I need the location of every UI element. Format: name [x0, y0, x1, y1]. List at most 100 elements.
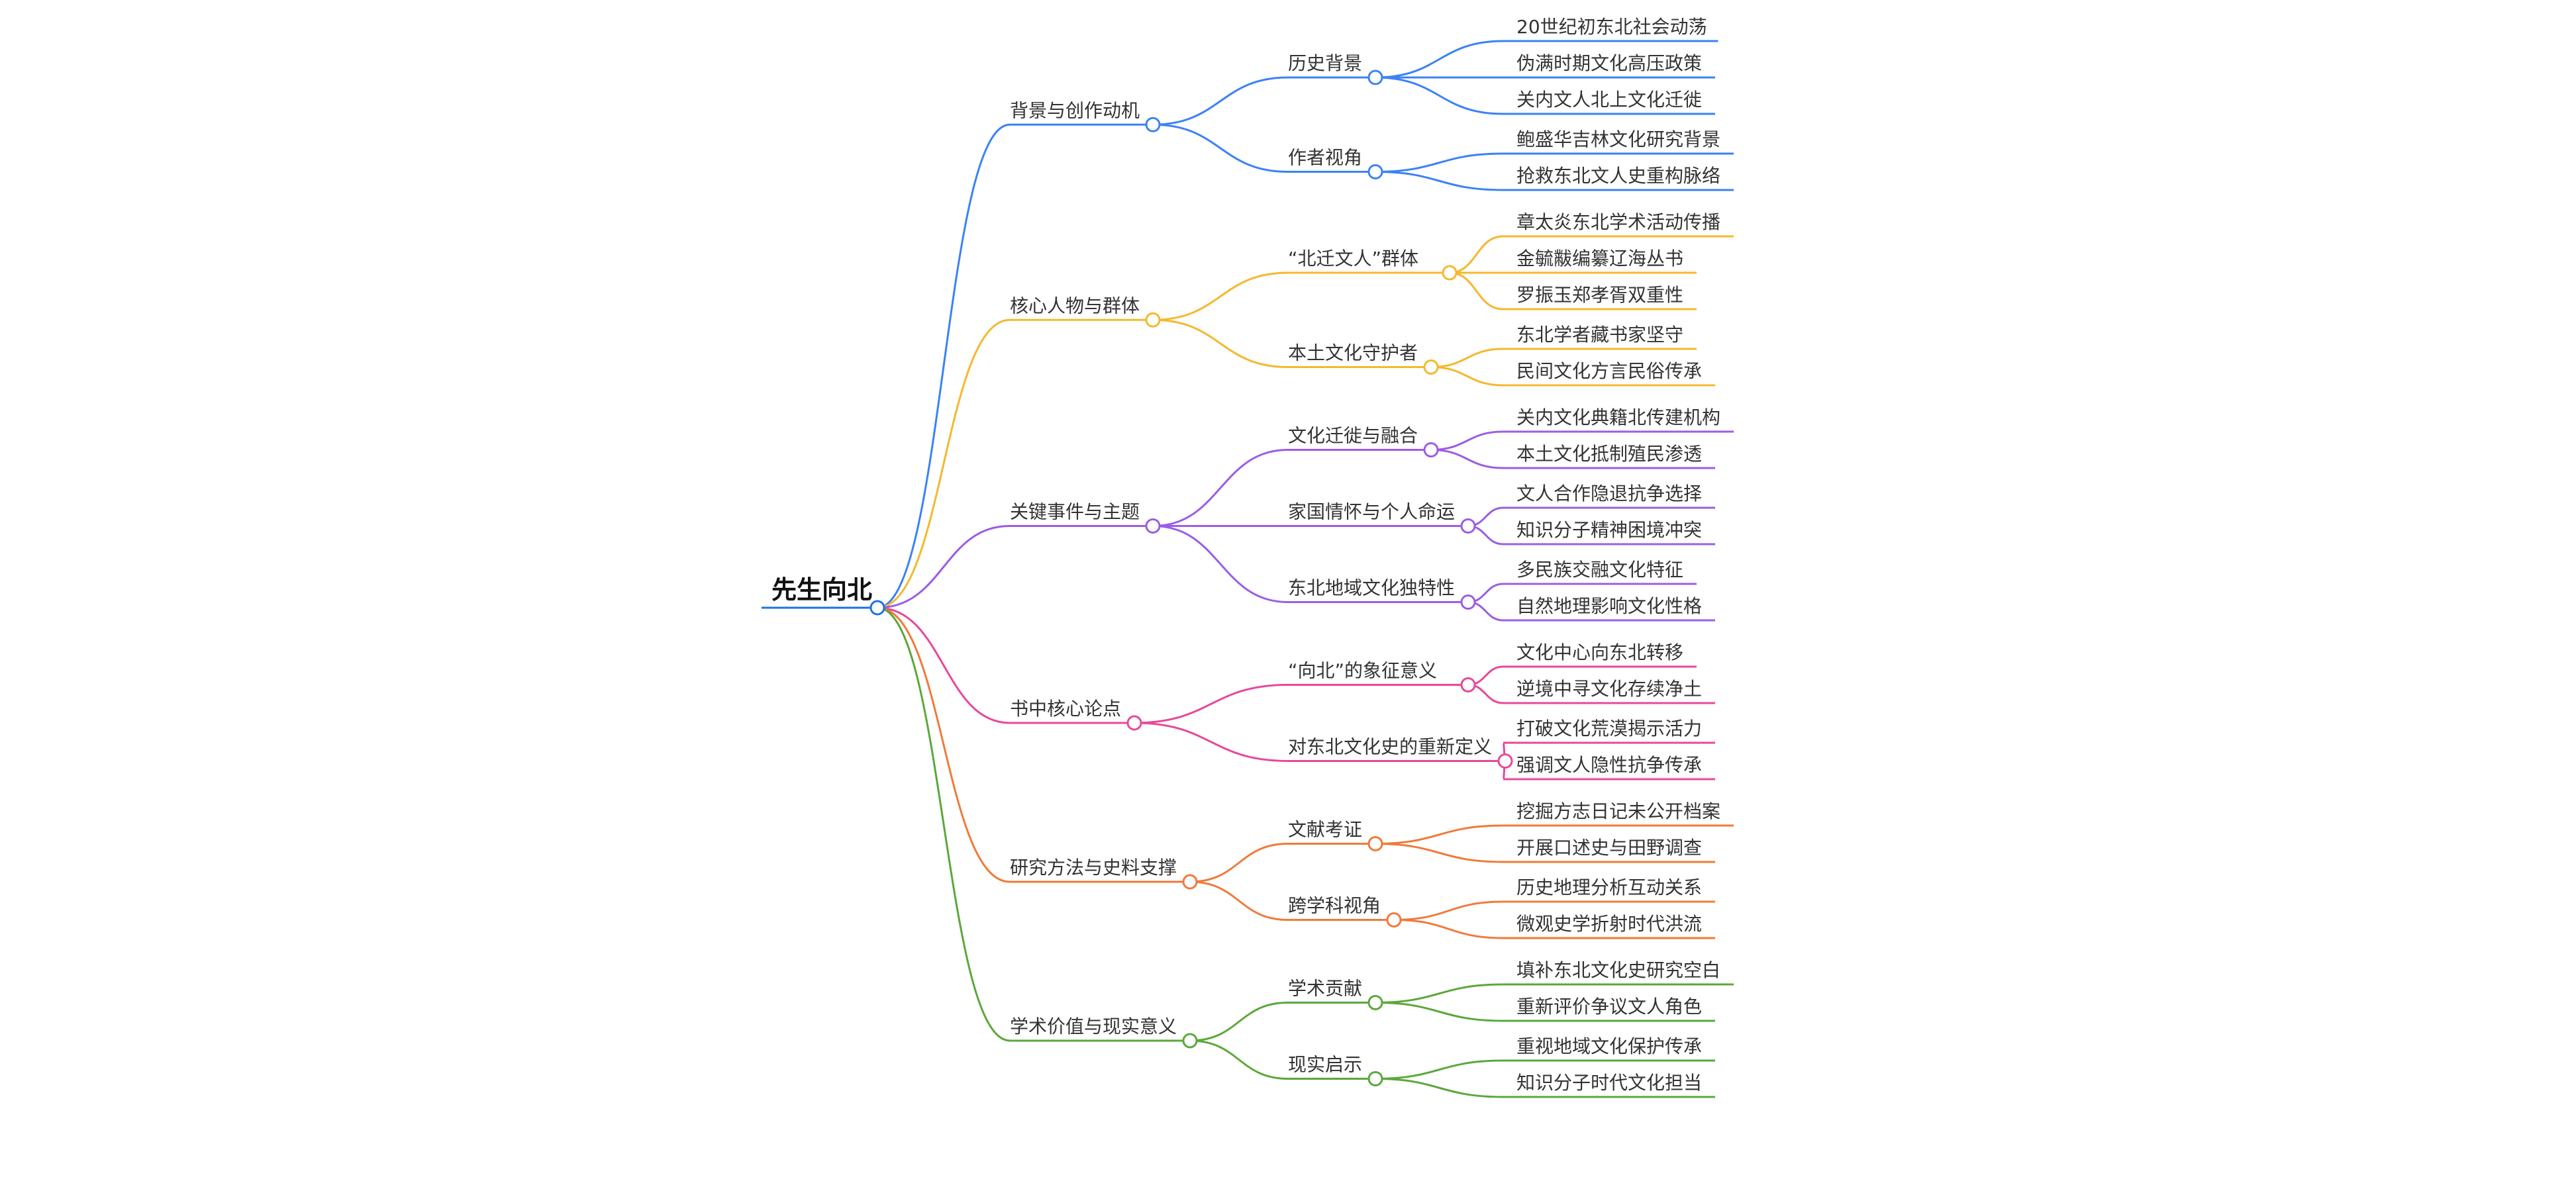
subtopic-label: 东北地域文化独特性	[1288, 577, 1455, 599]
leaf-label: 重视地域文化保护传承	[1516, 1035, 1702, 1057]
leaf-label: 打破文化荒漠揭示活力	[1516, 718, 1702, 739]
leaf-connector	[1393, 900, 1504, 921]
branch-label: 学术价值与现实意义	[1010, 1016, 1177, 1037]
branch-connector	[877, 606, 1011, 883]
branch-collapse-toggle[interactable]	[1182, 874, 1198, 890]
subtopic-collapse-toggle[interactable]	[1367, 836, 1383, 851]
leaf-label: 罗振玉郑孝胥双重性	[1516, 284, 1683, 306]
subtopic-collapse-toggle[interactable]	[1423, 359, 1439, 375]
leaf-label: 东北学者藏书家坚守	[1516, 324, 1683, 346]
leaf-label: 民间文化方言民俗传承	[1516, 360, 1702, 382]
subtopic-connector	[1152, 449, 1289, 527]
subtopic-connector	[1152, 123, 1289, 173]
subtopic-label: 本土文化守护者	[1288, 342, 1418, 364]
subtopic-collapse-toggle[interactable]	[1423, 442, 1439, 457]
subtopic-collapse-toggle[interactable]	[1460, 677, 1476, 692]
leaf-label: 开展口述史与田野调查	[1516, 837, 1702, 859]
subtopic-label: 历史背景	[1288, 52, 1362, 74]
leaf-label: 20世纪初东北社会动荡	[1516, 16, 1707, 38]
subtopic-collapse-toggle[interactable]	[1442, 265, 1458, 281]
leaf-connector	[1375, 1002, 1504, 1022]
subtopic-label: 作者视角	[1288, 147, 1362, 169]
leaf-label: 微观史学折射时代洪流	[1516, 913, 1702, 935]
subtopic-connector	[1152, 318, 1289, 368]
root-collapse-toggle[interactable]	[869, 600, 885, 616]
subtopic-connector	[1134, 684, 1289, 724]
leaf-label: 自然地理影响文化性格	[1516, 595, 1702, 617]
leaf-label: 知识分子时代文化担当	[1516, 1072, 1702, 1094]
branch-collapse-toggle[interactable]	[1126, 715, 1142, 731]
branch-connector	[877, 606, 1011, 1042]
subtopic-collapse-toggle[interactable]	[1460, 518, 1476, 534]
subtopic-label: 跨学科视角	[1288, 895, 1381, 917]
branch-label: 研究方法与史料支撑	[1010, 857, 1177, 878]
branch-collapse-toggle[interactable]	[1182, 1033, 1198, 1049]
leaf-label: 文人合作隐退抗争选择	[1516, 483, 1702, 504]
leaf-connector	[1430, 366, 1504, 387]
subtopic-collapse-toggle[interactable]	[1367, 70, 1383, 85]
leaf-connector	[1375, 171, 1504, 191]
subtopic-label: “北迁文人”群体	[1288, 248, 1418, 269]
branch-connector	[877, 123, 1011, 609]
leaf-label: 关内文化典籍北传建机构	[1516, 406, 1720, 428]
leaf-connector	[1375, 843, 1504, 863]
subtopic-label: “向北”的象征意义	[1288, 660, 1437, 682]
leaf-label: 历史地理分析互动关系	[1516, 877, 1702, 898]
leaf-label: 多民族交融文化特征	[1516, 559, 1683, 581]
branch-label: 书中核心论点	[1010, 698, 1121, 720]
branch-collapse-toggle[interactable]	[1145, 518, 1161, 534]
subtopic-label: 文献考证	[1288, 819, 1362, 841]
leaf-connector	[1449, 271, 1504, 310]
leaf-label: 文化中心向东北转移	[1516, 641, 1683, 663]
subtopic-collapse-toggle[interactable]	[1460, 594, 1476, 610]
subtopic-connector	[1189, 1039, 1289, 1080]
subtopic-collapse-toggle[interactable]	[1367, 1071, 1383, 1086]
leaf-connector	[1375, 40, 1504, 79]
leaf-connector	[1449, 235, 1504, 274]
root-node-label: 先生向北	[771, 575, 872, 604]
subtopic-label: 学术贡献	[1288, 978, 1362, 1000]
leaf-label: 逆境中寻文化存续净土	[1516, 678, 1702, 700]
leaf-label: 鲍盛华吉林文化研究背景	[1516, 128, 1720, 150]
leaf-connector	[1375, 1078, 1504, 1098]
leaf-label: 金毓黻编纂辽海丛书	[1516, 248, 1683, 269]
leaf-label: 知识分子精神困境冲突	[1516, 519, 1702, 541]
subtopic-label: 对东北文化史的重新定义	[1288, 736, 1492, 758]
branch-connector	[877, 606, 1011, 724]
leaf-connector	[1430, 449, 1504, 469]
subtopic-connector	[1152, 271, 1289, 321]
subtopic-connector	[1152, 76, 1289, 126]
branch-collapse-toggle[interactable]	[1145, 117, 1161, 132]
subtopic-label: 家国情怀与个人命运	[1288, 501, 1455, 523]
leaf-label: 伪满时期文化高压政策	[1516, 52, 1702, 74]
subtopic-collapse-toggle[interactable]	[1367, 164, 1383, 179]
subtopic-label: 现实启示	[1288, 1054, 1362, 1076]
leaf-connector	[1375, 983, 1504, 1004]
leaf-label: 抢救东北文人史重构脉络	[1516, 165, 1720, 187]
subtopic-connector	[1189, 843, 1289, 883]
branch-label: 核心人物与群体	[1010, 295, 1140, 316]
leaf-label: 填补东北文化史研究空白	[1516, 959, 1720, 981]
leaf-connector	[1430, 348, 1504, 368]
branch-label: 背景与创作动机	[1010, 99, 1140, 121]
subtopic-collapse-toggle[interactable]	[1367, 995, 1383, 1010]
leaf-label: 重新评价争议文人角色	[1516, 996, 1702, 1018]
leaf-connector	[1375, 1059, 1504, 1080]
leaf-connector	[1430, 430, 1504, 451]
leaf-label: 关内文人北上文化迁徙	[1516, 89, 1702, 111]
subtopic-connector	[1189, 1002, 1289, 1042]
subtopic-label: 文化迁徙与融合	[1288, 425, 1418, 447]
branch-collapse-toggle[interactable]	[1145, 312, 1161, 328]
branch-label: 关键事件与主题	[1010, 501, 1140, 523]
leaf-label: 强调文人隐性抗争传承	[1516, 754, 1702, 776]
subtopic-connector	[1134, 722, 1289, 762]
subtopic-connector	[1152, 525, 1289, 603]
subtopic-collapse-toggle[interactable]	[1497, 753, 1513, 769]
leaf-connector	[1375, 152, 1504, 173]
subtopic-collapse-toggle[interactable]	[1386, 912, 1402, 927]
leaf-label: 本土文化抵制殖民渗透	[1516, 443, 1702, 465]
subtopic-connector	[1189, 880, 1289, 921]
leaf-label: 挖掘方志日记未公开档案	[1516, 800, 1720, 822]
leaf-connector	[1375, 76, 1504, 115]
